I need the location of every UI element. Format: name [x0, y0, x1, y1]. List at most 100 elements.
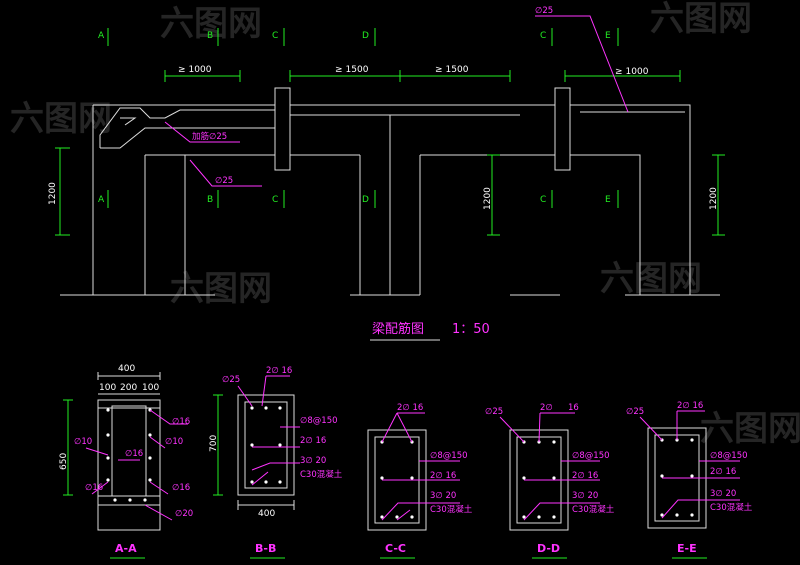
dim-1500-a: 1500 — [346, 65, 369, 75]
dim-1000-left: 1000 — [189, 65, 212, 75]
dim-1500-b: 1500 — [446, 65, 469, 75]
dd-note-4: ∅8@150 — [572, 451, 610, 461]
drawing-title: 梁配筋图 — [372, 321, 424, 337]
axis-top-d: D — [362, 31, 369, 41]
beam-elevation: A B C D C E A B C D C E ≥1000 ≥1500 ≥150… — [48, 6, 725, 341]
height-dim-right — [712, 154, 725, 236]
aa-width-dim — [97, 372, 161, 380]
ee-note-1: ∅25 — [626, 407, 644, 417]
aa-height: 650 — [59, 453, 69, 470]
watermark-4: 六图网 — [600, 259, 702, 299]
axis-top-ticks — [107, 28, 619, 46]
height-1200-right: 1200 — [709, 187, 719, 210]
watermark-1: 六图网 — [160, 4, 262, 44]
aa-note-5: ∅16 — [85, 483, 103, 493]
column-stub-c2 — [554, 87, 571, 171]
column-stub-c — [274, 87, 291, 171]
section-e-e: ∅25 2∅ 16 ∅8@150 2∅ 16 3∅ 20 C30混凝土 E-E — [626, 401, 753, 559]
dim-prefix-2: ≥ — [335, 65, 343, 75]
bb-width-dim — [237, 500, 295, 510]
bb-note-5: 3∅ 20 — [300, 456, 326, 466]
watermark-3: 六图网 — [170, 269, 272, 309]
dim-1000-right: 1000 — [626, 67, 649, 77]
section-c-c: 2∅ 16 ∅8@150 2∅ 16 3∅ 20 C30混凝土 C-C — [367, 403, 473, 559]
note-add-bar: 加筋∅25 — [192, 131, 227, 142]
ee-note-3: ∅8@150 — [710, 451, 748, 461]
drawing-scale: 1：50 — [452, 322, 490, 337]
dd-note-7: C30混凝土 — [572, 504, 615, 515]
axis-top-c2: C — [540, 31, 546, 41]
aa-width: 400 — [118, 364, 135, 374]
ee-label: E-E — [677, 542, 697, 555]
axis-mid-b: B — [207, 195, 213, 205]
aa-note-6: ∅16 — [172, 483, 190, 493]
column-lines — [184, 115, 391, 295]
bb-note-6: C30混凝土 — [300, 469, 343, 480]
note-top-bar-leader — [535, 15, 629, 113]
bb-outline — [237, 394, 295, 496]
top-dimension-ticks — [164, 70, 681, 82]
note-mid-bar-leader — [189, 159, 262, 187]
dd-note-6: 3∅ 20 — [572, 491, 598, 501]
svg-text:≥1000: ≥1000 — [615, 67, 649, 77]
svg-text:≥1500: ≥1500 — [435, 65, 469, 75]
cc-note-3: 2∅ 16 — [430, 471, 456, 481]
ee-note-5: 3∅ 20 — [710, 489, 736, 499]
aa-leaders — [85, 409, 188, 521]
axis-mid-c2: C — [540, 195, 546, 205]
bb-note-2: 2∅ 16 — [266, 366, 292, 376]
top-reinforcement — [99, 107, 275, 148]
dd-note-5: 2∅ 16 — [572, 471, 598, 481]
axis-mid-c: C — [272, 195, 278, 205]
height-dim-left — [55, 147, 70, 236]
watermark-2: 六图网 — [650, 0, 752, 39]
axis-top-a: A — [98, 31, 105, 41]
dd-note-2: 2∅ — [540, 403, 553, 413]
height-dim-mid — [487, 154, 500, 236]
ee-note-4: 2∅ 16 — [710, 467, 736, 477]
section-d-d: ∅25 2∅ 16 ∅8@150 2∅ 16 3∅ 20 C30混凝土 D-D — [485, 403, 615, 559]
note-mid-bar: ∅25 — [215, 176, 233, 186]
watermark-group: 六图网 六图网 六图网 六图网 六图网 六图网 — [10, 0, 800, 449]
axis-mid-d: D — [362, 195, 369, 205]
dim-prefix-4: ≥ — [615, 67, 623, 77]
aa-stirrups — [98, 407, 160, 506]
axis-top-c: C — [272, 31, 278, 41]
ee-leaders — [639, 410, 740, 519]
aa-height-dim — [63, 399, 73, 496]
aa-note-7: ∅20 — [175, 509, 193, 519]
bb-note-3: ∅8@150 — [300, 416, 338, 426]
aa-note-2: ∅10 — [74, 437, 92, 447]
bb-height: 700 — [209, 435, 219, 452]
aa-note-1: ∅16 — [172, 417, 190, 427]
aa-label: A-A — [115, 542, 137, 555]
bb-width: 400 — [258, 509, 275, 519]
aa-note-3: ∅10 — [165, 437, 183, 447]
svg-text:≥1000: ≥1000 — [178, 65, 212, 75]
bb-leaders — [237, 375, 300, 486]
note-top-bar: ∅25 — [535, 6, 553, 16]
svg-text:≥1500: ≥1500 — [335, 65, 369, 75]
watermark-5: 六图网 — [10, 99, 112, 139]
ee-rebars — [660, 438, 694, 517]
axis-top-e: E — [605, 31, 611, 41]
bb-note-1: ∅25 — [222, 375, 240, 385]
cc-label: C-C — [385, 542, 406, 555]
section-a-a: 400 100 200 100 650 ∅16 ∅10 ∅10 ∅16 ∅16 … — [59, 364, 193, 559]
watermark-6: 六图网 — [700, 409, 800, 449]
beam-top-edge — [93, 104, 691, 295]
dd-rebars — [522, 440, 556, 519]
axis-mid-a: A — [98, 195, 105, 205]
bb-stirrup — [244, 401, 288, 489]
bb-rebars — [250, 406, 282, 484]
dd-note-3: 16 — [568, 403, 579, 413]
bb-label: B-B — [255, 542, 276, 555]
ee-note-2: 2∅ 16 — [677, 401, 703, 411]
dd-note-1: ∅25 — [485, 407, 503, 417]
cc-note-2: ∅8@150 — [430, 451, 468, 461]
aa-sub-3: 100 — [142, 383, 159, 393]
bb-height-dim — [213, 394, 223, 496]
ee-note-6: C30混凝土 — [710, 502, 753, 513]
aa-outline — [97, 399, 161, 531]
added-reinforcement — [100, 127, 275, 149]
